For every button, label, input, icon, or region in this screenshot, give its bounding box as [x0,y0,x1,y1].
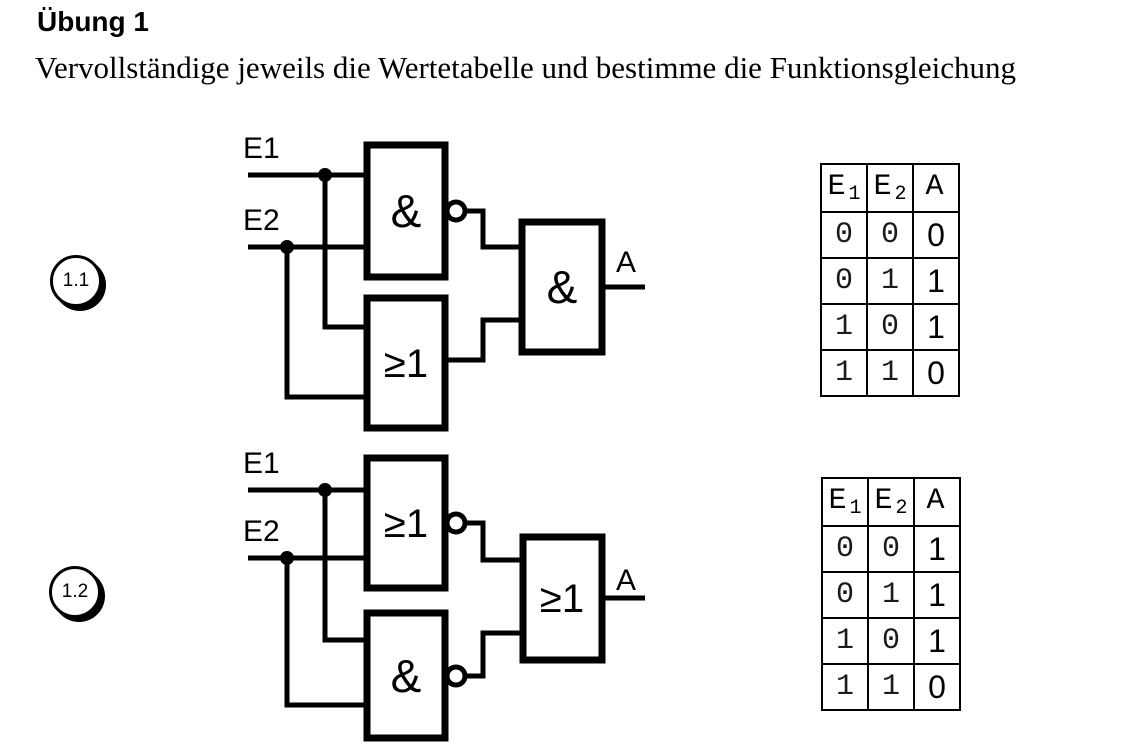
table-row: 0 1 1 [820,257,960,305]
header-subscript: 1 [849,496,862,520]
header-a: A [913,477,961,527]
cell-e1: 0 [820,257,868,305]
circuit-1-1: & ≥1 & E1 E2 A [243,132,645,432]
cell-e1: 0 [821,525,869,573]
table-row: 1 0 1 [821,617,961,665]
wire-e1-branch [322,175,369,330]
header-base: E [874,484,893,519]
or-gate-box [363,294,449,432]
cell-e1: 1 [820,349,868,397]
cell-a: 0 [912,349,960,397]
header-base: E [828,484,847,519]
output-label-a: A [616,564,636,597]
header-base: A [926,484,945,519]
nor-gate-symbol: ≥1 [384,502,428,546]
header-subscript: 1 [848,182,861,206]
cell-e1: 1 [821,663,869,711]
table-row: 0 0 0 [820,211,960,259]
cell-a: 1 [913,525,961,573]
cell-e2: 1 [866,349,914,397]
header-subscript: 2 [894,182,907,206]
nor-gate-box [363,454,449,592]
header-base: A [925,170,944,205]
cell-e1: 1 [820,303,868,351]
or-gate-symbol: ≥1 [384,342,428,386]
cell-e1: 1 [821,617,869,665]
wire-e2-branch [284,558,369,708]
wire-or-to-and [445,317,524,363]
inversion-bubble-icon [444,199,468,223]
or-gate-symbol: ≥1 [540,577,584,621]
header-base: E [827,170,846,205]
header-base: E [873,170,892,205]
table-row: 1 1 0 [820,349,960,397]
cell-e2: 0 [866,211,914,259]
or-gate-box [519,533,606,664]
cell-a: 0 [912,211,960,259]
header-a: A [912,163,960,213]
input-label-e1: E1 [243,132,280,165]
wire-nand-to-and [465,208,524,250]
cell-e1: 0 [821,571,869,619]
header-subscript: 2 [895,496,908,520]
wire-e2-branch [284,247,369,400]
exercise-1-2-badge: 1.2 [49,566,101,618]
output-label-a: A [616,246,636,279]
cell-e1: 0 [820,211,868,259]
junction-dot [280,551,294,565]
circuit-1-2: ≥1 & ≥1 E1 E2 A [243,447,645,742]
page-subtitle: Vervollständige jeweils die Wertetabelle… [35,50,1016,85]
inversion-bubble-icon [444,511,468,535]
cell-a: 1 [913,617,961,665]
input-label-e2: E2 [243,515,280,548]
and-gate-symbol: & [547,261,578,313]
wire-nand-to-or [465,630,525,679]
junction-dot [280,240,294,254]
cell-e2: 0 [867,525,915,573]
page-title: Übung 1 [37,6,149,37]
input-label-e2: E2 [243,204,280,237]
cell-a: 1 [912,303,960,351]
nand-gate-box [363,141,449,281]
table-row: 1 1 0 [821,663,961,711]
inversion-bubble-icon [444,664,468,688]
wire-e1-branch [322,490,369,643]
cell-a: 1 [912,257,960,305]
wire-nor-to-or [465,520,525,563]
input-label-e1: E1 [243,447,280,480]
and-gate-box [518,218,606,356]
table-row: 1 0 1 [820,303,960,351]
nand-gate-box [363,609,449,742]
table-row: 0 1 1 [821,571,961,619]
cell-a: 1 [913,571,961,619]
junction-dot [318,168,332,182]
cell-e2: 1 [867,663,915,711]
exercise-1-2-number: 1.2 [61,581,89,602]
junction-dot [318,483,332,497]
nand-gate-symbol: & [391,650,422,702]
cell-e2: 1 [866,257,914,305]
cell-e2: 0 [867,617,915,665]
exercise-1-1-badge: 1.1 [50,255,102,307]
cell-e2: 0 [866,303,914,351]
exercise-1-1-number: 1.1 [62,270,90,291]
nand-gate-symbol: & [391,185,422,237]
cell-a: 0 [913,663,961,711]
table-row: 0 0 1 [821,525,961,573]
cell-e2: 1 [867,571,915,619]
